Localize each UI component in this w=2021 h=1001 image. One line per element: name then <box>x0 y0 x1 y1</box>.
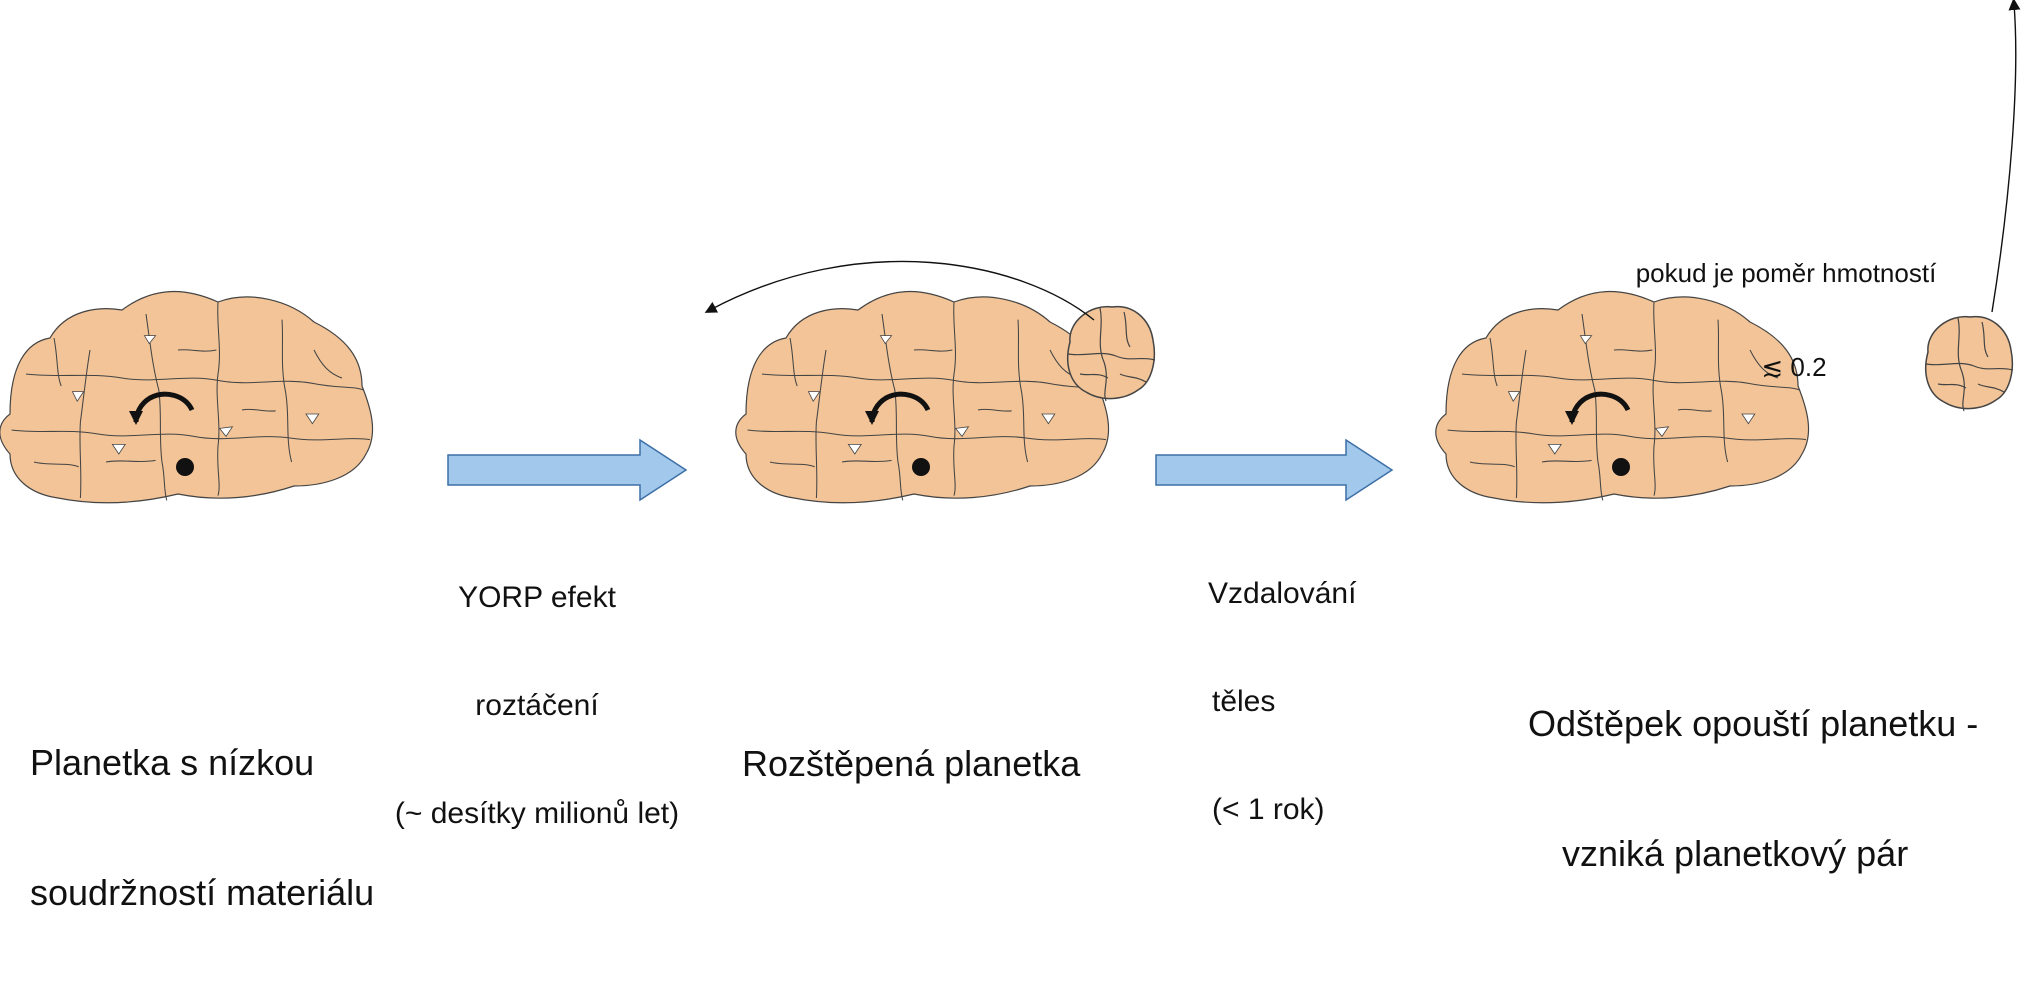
asteroid-primary <box>1435 290 1810 504</box>
rotation-axis-dot <box>912 458 930 476</box>
rotation-axis-dot <box>1612 458 1630 476</box>
rotation-arrow-icon <box>865 391 931 425</box>
asteroid-split <box>735 290 1110 504</box>
rotation-axis-dot <box>176 458 194 476</box>
step1-line2: roztáčení <box>475 689 599 722</box>
mass-ratio-condition: pokud je poměr hmotností ≲ 0.2 <box>1596 196 1976 446</box>
asteroid-low-cohesion <box>0 290 374 504</box>
diagram-canvas <box>0 0 2021 504</box>
rotation-arrow-icon <box>1565 391 1631 425</box>
step2-line1: Vzdalování <box>1208 577 1357 610</box>
step2-label: Vzdalování těles (< 1 rok) <box>1208 504 1356 900</box>
caption-stage-3-line2: vzniká planetkový pár <box>1562 832 1909 874</box>
orbit-arrow <box>704 260 1095 321</box>
escape-arrow <box>1991 0 2021 313</box>
caption-stage-3-line1: Odštěpek opouští planetku - <box>1528 703 1979 745</box>
caption-stage-2: Rozštěpená planetka <box>742 656 1080 872</box>
step1-line1: YORP efekt <box>458 581 616 614</box>
step1-label: YORP efekt roztáčení (~ desítky milionů … <box>372 508 702 904</box>
fragment-orbiting <box>1066 305 1156 402</box>
process-arrow-yorp <box>447 438 688 502</box>
condition-line2: ≲ 0.2 <box>1761 351 1827 382</box>
step1-line3: (~ desítky milionů let) <box>394 797 680 830</box>
step2-line3: (< 1 rok) <box>1212 793 1325 826</box>
caption-stage-1: Planetka s nízkou soudržností materiálu <box>30 655 374 1001</box>
diagram: Planetka s nízkou soudržností materiálu … <box>0 0 2021 913</box>
process-arrow-separation <box>1155 438 1394 502</box>
caption-stage-1-line1: Planetka s nízkou <box>30 742 315 784</box>
condition-line1: pokud je poměr hmotností <box>1635 258 1937 289</box>
rotation-arrow-icon <box>129 391 195 425</box>
caption-stage-2-line1: Rozštěpená planetka <box>742 743 1081 785</box>
caption-stage-1-line2: soudržností materiálu <box>30 871 375 913</box>
caption-stage-3: Odštěpek opouští planetku - vzniká plane… <box>1528 616 1978 962</box>
step2-line2: těles <box>1212 685 1276 718</box>
